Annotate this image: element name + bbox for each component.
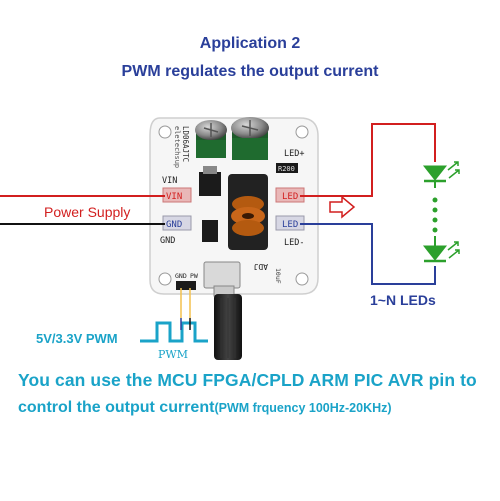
mount-hole-bl — [158, 272, 172, 286]
pcb-led-minus-pin: LED — [282, 220, 298, 230]
ic-chip — [202, 220, 218, 242]
pcb-vin-label: VIN — [162, 176, 177, 186]
sense-resistor — [276, 163, 298, 173]
footer-line-2-note: (PWM frquency 100Hz-20KHz) — [214, 401, 392, 415]
wire-led-minus — [300, 223, 436, 285]
led-chain-dot — [432, 197, 438, 203]
pcb-gnd-label: GND — [160, 236, 175, 246]
title-line-1: Application 2 — [199, 35, 301, 52]
pwm-input-label: 5V/3.3V PWM — [36, 331, 118, 346]
pcb-led-plus-label: LED+ — [284, 149, 304, 159]
power-supply-label: Power Supply — [44, 204, 131, 220]
pcb-model-label: LD06AJTC — [181, 126, 190, 162]
pwm-signal-label: PWM — [158, 348, 188, 361]
resistor-label: R200 — [278, 165, 295, 173]
pcb-led-pin: LED — [282, 192, 298, 202]
potentiometer-knob — [203, 261, 242, 360]
mount-hole-tr — [295, 125, 309, 139]
pcb-vin-pin: VIN — [166, 192, 182, 202]
pcb-led-minus-label: LED- — [284, 238, 304, 248]
capacitor-right — [231, 117, 269, 160]
pin-header — [176, 281, 196, 318]
led-chain-dot — [432, 227, 438, 233]
pcb-pin-gnd: GND — [175, 272, 187, 280]
title-line-2: PWM regulates the output current — [121, 63, 379, 80]
pcb-pin-pwm: PW — [190, 272, 198, 280]
pcb-brand-label: eletechsup — [173, 126, 181, 168]
led-chain-dot — [432, 217, 438, 223]
mosfet-chip — [199, 172, 221, 196]
inductor — [228, 174, 268, 250]
led-top — [422, 161, 460, 188]
pcb-gnd-pin: GND — [166, 220, 182, 230]
wire-led-plus — [300, 123, 436, 197]
current-arrow — [329, 195, 356, 219]
mount-hole-tl — [158, 125, 172, 139]
pcb-cap-label: 10uF — [274, 268, 282, 284]
footer-line-2: control the output current(PWM frquency … — [18, 399, 392, 417]
footer-line-2-main: control the output current — [18, 399, 215, 416]
capacitor-left — [195, 120, 227, 158]
footer-line-1: You can use the MCU FPGA/CPLD ARM PIC AV… — [18, 370, 477, 390]
pwm-waveform — [140, 321, 208, 343]
pcb-adj-label: ADJ — [254, 262, 268, 271]
leds-label: 1~N LEDs — [370, 292, 436, 308]
led-chain-dot — [432, 207, 438, 213]
mount-hole-br — [295, 272, 309, 286]
led-bottom — [422, 236, 460, 263]
